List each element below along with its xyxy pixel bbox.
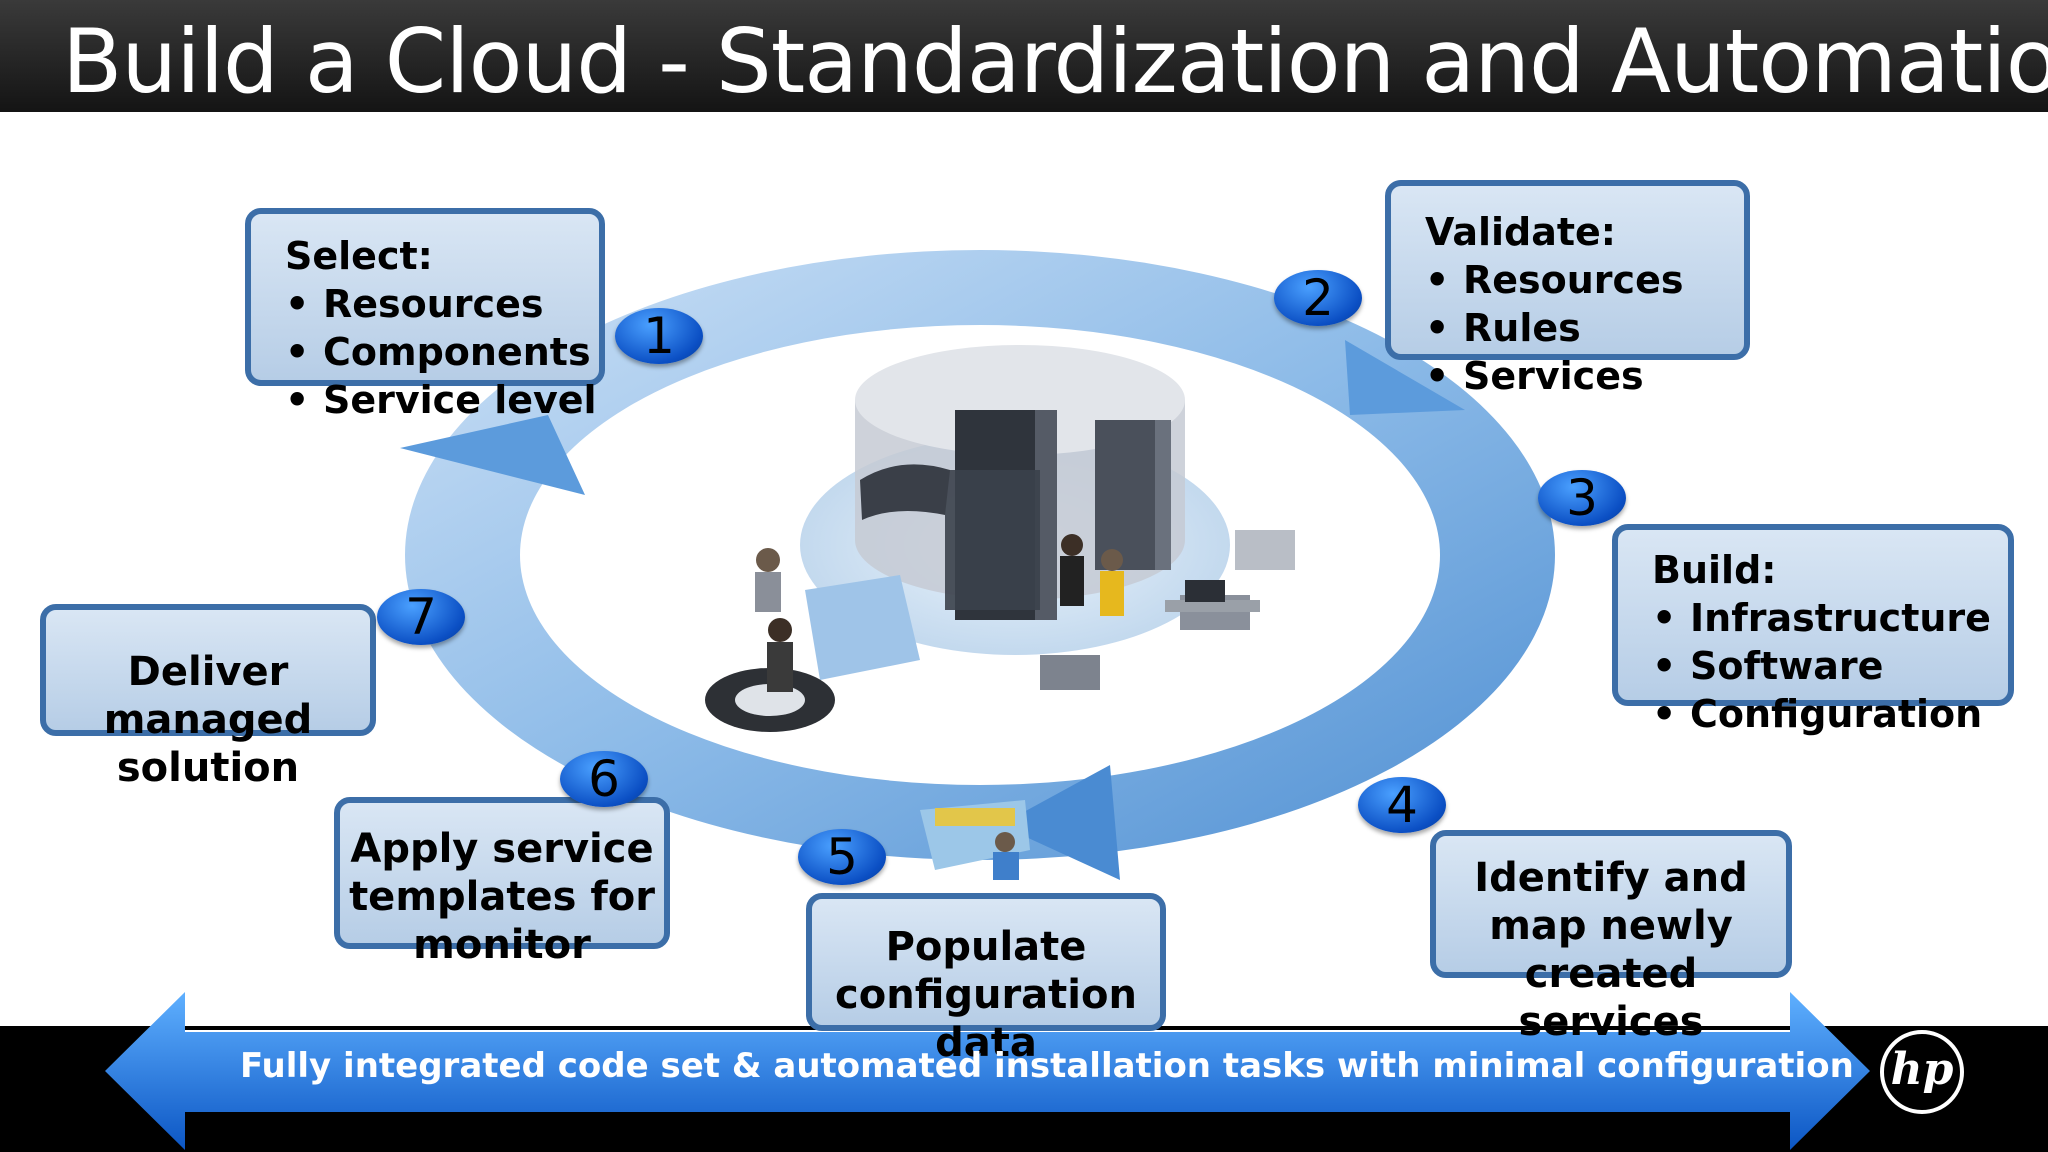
step-3-item: Software (1652, 642, 2008, 690)
step-1-box: Select: Resources Components Service lev… (245, 208, 605, 422)
step-4-box: Identify and map newly created services (1430, 830, 1792, 1045)
step-1-list: Resources Components Service level (285, 280, 599, 424)
step-2-list: Resources Rules Services (1425, 256, 1744, 400)
step-5-label: Populate configuration data (835, 924, 1137, 1066)
step-1-item: Resources (285, 280, 599, 328)
title-bar (0, 0, 2048, 112)
cycle-arrowhead-bottom (1000, 765, 1120, 880)
operator-console-illustration (920, 800, 1030, 880)
step-2-heading: Validate: (1425, 210, 1617, 254)
step-6-box: Apply service templates for monitor (334, 797, 670, 968)
step-4-badge: 4 (1358, 777, 1446, 833)
step-2-item: Services (1425, 352, 1744, 400)
cycle-arrowhead-left (400, 415, 585, 495)
step-6-label: Apply service templates for monitor (349, 826, 655, 968)
step-7-badge: 7 (377, 589, 465, 645)
step-3-badge: 3 (1538, 470, 1626, 526)
step-3-item: Infrastructure (1652, 594, 2008, 642)
step-1-item: Service level (285, 376, 599, 424)
step-3-heading: Build: (1652, 548, 1777, 592)
step-3-list: Infrastructure Software Configuration (1652, 594, 2008, 738)
step-2-item: Rules (1425, 304, 1744, 352)
step-3-item: Configuration (1652, 690, 2008, 738)
step-6-badge: 6 (560, 751, 648, 807)
step-1-badge: 1 (615, 308, 703, 364)
step-2-badge: 2 (1274, 270, 1362, 326)
step-1-heading: Select: (285, 234, 433, 278)
footer-caption: Fully integrated code set & automated in… (240, 1046, 1854, 1086)
step-5-badge: 5 (798, 829, 886, 885)
step-7-box: Deliver managed solution (40, 604, 376, 791)
step-1-item: Components (285, 328, 599, 376)
data-center-illustration (705, 345, 1295, 732)
hp-logo: hp (1880, 1030, 1964, 1114)
step-7-label: Deliver managed solution (103, 649, 313, 791)
step-5-box: Populate configuration data (806, 893, 1166, 1066)
step-2-item: Resources (1425, 256, 1744, 304)
step-3-box: Build: Infrastructure Software Configura… (1612, 524, 2014, 736)
step-2-box: Validate: Resources Rules Services (1385, 180, 1750, 398)
slide-title: Build a Cloud - Standardization and Auto… (62, 10, 2048, 113)
step-4-label: Identify and map newly created services (1474, 855, 1748, 1045)
